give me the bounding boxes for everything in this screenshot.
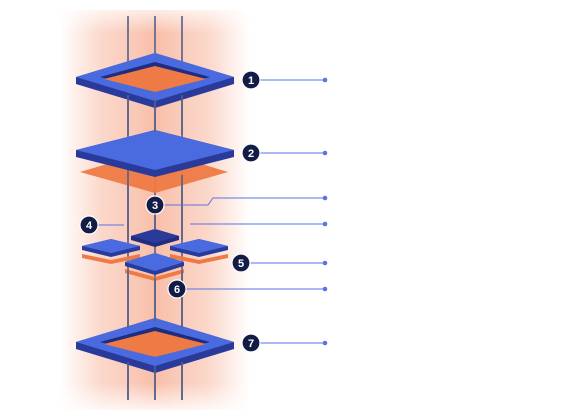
callout-badge-2: 2 <box>241 143 261 163</box>
tile-left <box>82 239 140 264</box>
layer-1-top-frame <box>76 53 234 108</box>
leader-lines <box>97 79 325 344</box>
callout-badge-5: 5 <box>231 253 251 273</box>
layer-7-bottom-frame <box>76 318 234 373</box>
callout-label-7: 7 <box>248 338 254 350</box>
callout-badge-6: 6 <box>167 279 187 299</box>
callout-badge-7: 7 <box>241 333 261 353</box>
callout-label-2: 2 <box>248 148 254 160</box>
callout-label-4: 4 <box>86 220 93 232</box>
callout-label-5: 5 <box>238 258 244 270</box>
leader-end-dots <box>322 77 328 346</box>
tile-front <box>125 253 184 281</box>
vertical-rods-front <box>127 95 183 400</box>
callout-label-3: 3 <box>152 200 158 212</box>
callout-label-1: 1 <box>248 75 254 87</box>
callout-badge-4: 4 <box>79 215 99 235</box>
layer-2-solid-plate <box>76 130 234 193</box>
tile-right <box>170 239 228 264</box>
callout-badges: 1 2 3 4 5 6 7 <box>79 70 261 353</box>
tile-center <box>131 229 179 247</box>
callout-badge-3: 3 <box>145 195 165 215</box>
middle-tiles <box>82 229 228 281</box>
callout-badge-1: 1 <box>241 70 261 90</box>
callout-label-6: 6 <box>174 284 180 296</box>
